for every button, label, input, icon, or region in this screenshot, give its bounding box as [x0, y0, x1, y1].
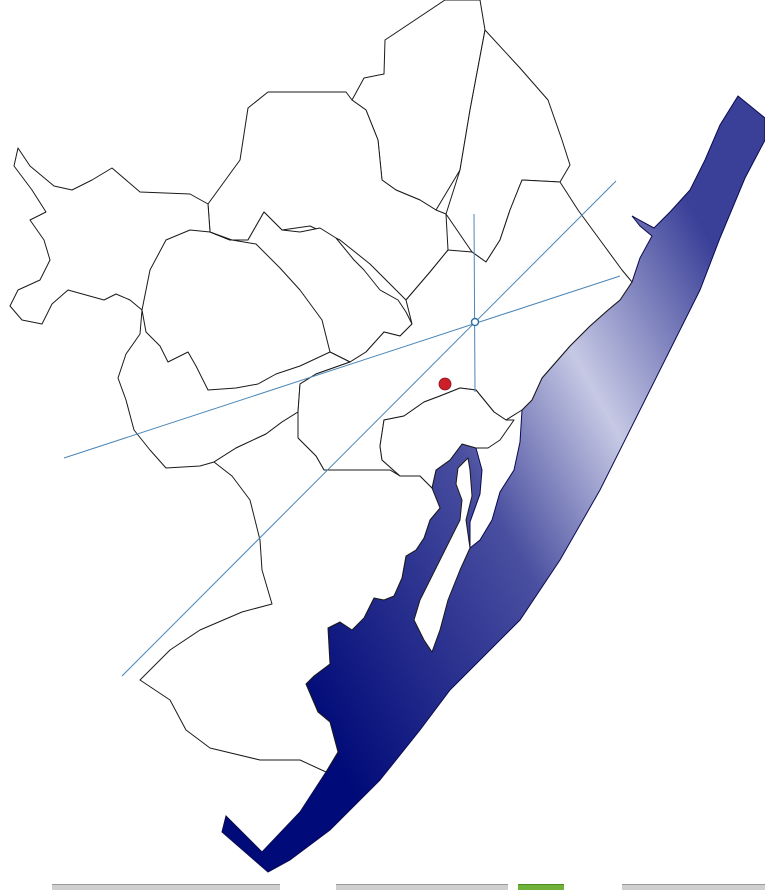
thumbnail-2[interactable]: [336, 884, 508, 890]
guide-lines: [63, 180, 621, 677]
guide-line-diagonal: [121, 180, 617, 677]
harbour-dock: [413, 457, 473, 653]
districts-layer: [9, 0, 633, 773]
guide-line-shallow: [63, 275, 621, 459]
thumbnail-1[interactable]: [52, 884, 280, 890]
thumbnail-strip: [0, 884, 765, 890]
center-marker-icon[interactable]: [470, 317, 480, 327]
thumbnail-4[interactable]: [622, 884, 765, 890]
district-port[interactable]: [379, 387, 515, 489]
guide-line-vertical: [473, 213, 476, 393]
district-south[interactable]: [139, 411, 441, 773]
red-dot-icon[interactable]: [438, 377, 452, 391]
thumbnail-3[interactable]: [518, 884, 564, 890]
